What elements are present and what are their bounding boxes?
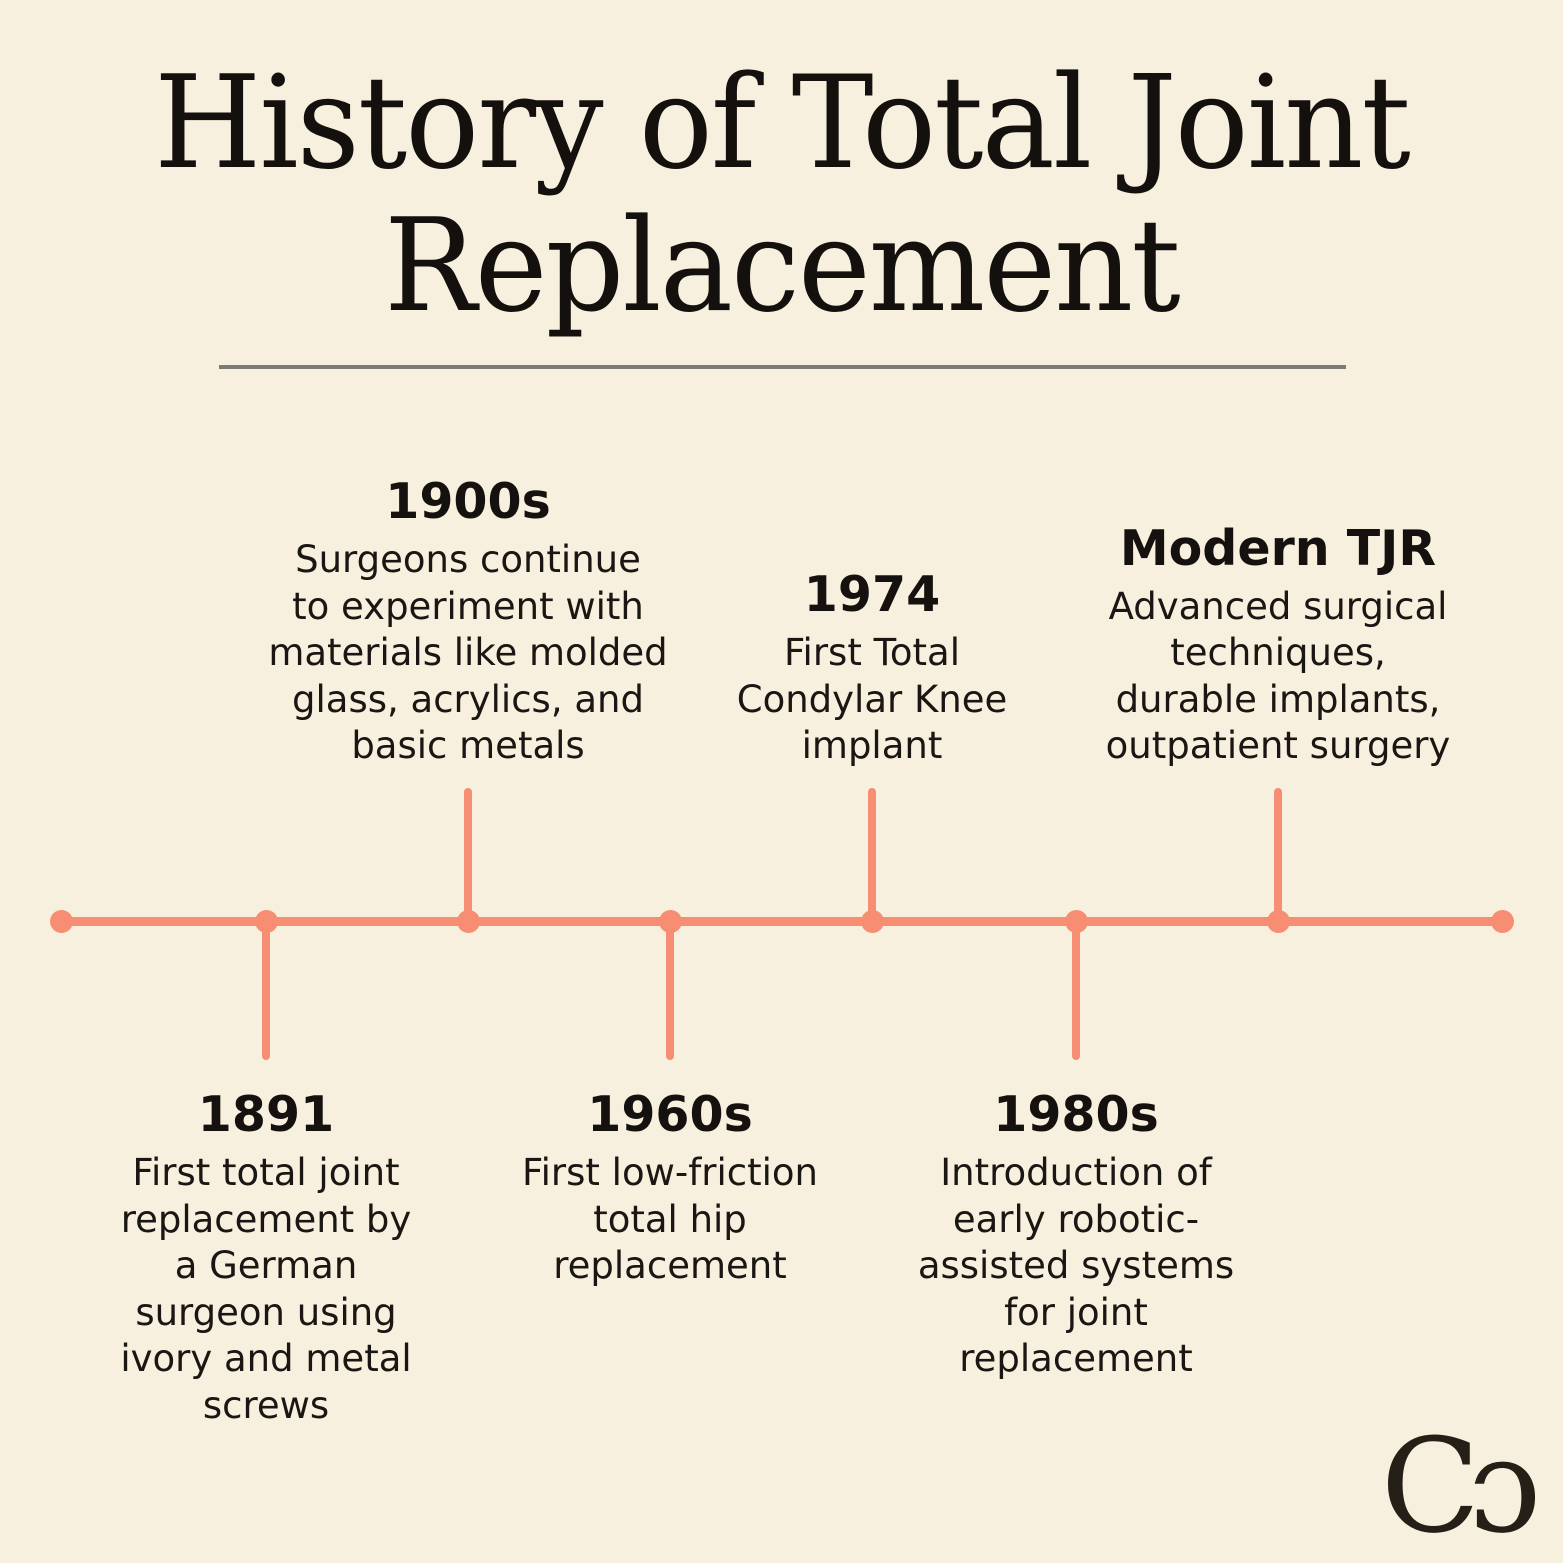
event-1900s-description: Surgeons continue to experiment with mat… — [268, 537, 668, 768]
event-1980s-description: Introduction of early robotic- assisted … — [917, 1150, 1235, 1381]
stem-1974 — [868, 788, 876, 924]
stem-1900s — [464, 788, 472, 924]
timeline-end-dot — [1491, 910, 1514, 933]
co-monogram-logo: Cɔ — [1380, 1410, 1541, 1562]
event-1974-year: 1974 — [803, 566, 941, 624]
stem-1960s — [666, 921, 674, 1060]
event-modern-tjr-description: Advanced surgical techniques, durable im… — [1105, 584, 1451, 768]
event-1980s-year: 1980s — [993, 1086, 1159, 1143]
title-divider — [219, 365, 1346, 369]
event-1891: 1891 First total joint replacement by a … — [86, 1088, 446, 1430]
event-1900s-year: 1900s — [385, 473, 551, 531]
event-modern-tjr-year: Modern TJR — [1119, 519, 1437, 577]
event-1960s: 1960s First low-friction total hip repla… — [460, 1088, 880, 1290]
timeline-axis — [61, 917, 1502, 926]
event-1891-description: First total joint replacement by a Germa… — [120, 1150, 412, 1427]
event-1900s: 1900s Surgeons continue to experiment wi… — [238, 475, 698, 770]
event-1980s: 1980s Introduction of early robotic- ass… — [876, 1088, 1276, 1383]
timeline-start-dot — [50, 910, 73, 933]
event-1974: 1974 First Total Condylar Knee implant — [692, 568, 1052, 770]
event-1960s-year: 1960s — [587, 1086, 753, 1143]
stem-1891 — [262, 921, 270, 1060]
event-1974-description: First Total Condylar Knee implant — [736, 631, 1008, 768]
page-title: History of Total Joint Replacement — [0, 52, 1563, 339]
stem-1980s — [1072, 921, 1080, 1060]
stem-modern-tjr — [1274, 788, 1282, 924]
event-modern-tjr: Modern TJR Advanced surgical techniques,… — [1058, 519, 1498, 770]
page-title-line1: History of Total Joint — [154, 49, 1411, 198]
event-1960s-description: First low-friction total hip replacement — [522, 1150, 818, 1288]
event-1891-year: 1891 — [197, 1086, 335, 1143]
page-title-line2: Replacement — [384, 192, 1181, 342]
